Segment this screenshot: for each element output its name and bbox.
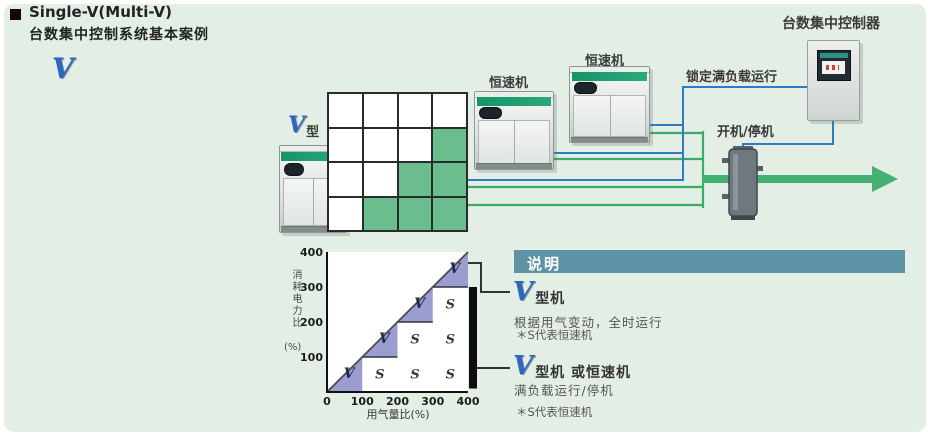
x-tick-label: 300 [421, 395, 444, 408]
v-marker: V [450, 261, 463, 277]
controller-screen-header [819, 53, 849, 59]
chart-x-axis-label: 用气量比(%) [366, 408, 430, 421]
legend-item-v-or-constant: V 型机 或恒速机 [513, 353, 631, 382]
grid-cell-inactive [329, 128, 362, 161]
constant-speed-compressor-2 [569, 66, 650, 143]
grid-cell-inactive [398, 94, 432, 127]
legend-item-title: 型机 [535, 291, 566, 307]
v-unit-label: V 型 [288, 114, 319, 140]
full-load-range-bar [469, 287, 477, 389]
air-flow-arrow [703, 166, 898, 192]
v-series-logo: V [52, 52, 74, 85]
grid-cell-inactive [363, 94, 397, 127]
v-logo: V [288, 112, 306, 138]
constant-speed-label-1: 恒速机 [489, 76, 529, 91]
v-marker: V [379, 331, 392, 347]
chart-axes [326, 252, 468, 393]
controller-label: 台数集中控制器 [782, 16, 880, 32]
multi-unit-controller [807, 40, 860, 121]
page-title: Single-V(Multi-V) [29, 3, 172, 21]
x-tick-label: 400 [457, 395, 480, 408]
legend-header-bar: 说明 [514, 250, 905, 273]
compressor-control-panel [479, 107, 503, 120]
legend-item-note: ＊S代表恒速机 [516, 328, 593, 342]
compressor-base [280, 225, 346, 232]
s-marker: S [446, 368, 455, 383]
compressor-top-cap [475, 92, 553, 98]
s-marker: S [410, 368, 419, 383]
legend-item-v-type: V 型机 [513, 279, 565, 308]
compressor-door-split [609, 94, 611, 137]
s-marker: S [375, 368, 384, 383]
controller-lcd-display [821, 61, 846, 75]
compressor-top-cap [570, 67, 649, 73]
start-stop-label: 开机/停机 [717, 125, 774, 140]
grid-cell-inactive [433, 94, 466, 127]
x-tick-label: 0 [323, 395, 331, 408]
grid-cell-active [433, 163, 466, 196]
v-marker: V [414, 296, 427, 312]
s-marker: S [446, 333, 455, 348]
grid-cell-active [433, 128, 466, 161]
legend-item-description: 根据用气变动，全时运行 [514, 315, 663, 330]
v-unit-suffix: 型 [306, 125, 320, 140]
v-logo: V [513, 277, 534, 307]
title-bullet-square [10, 9, 21, 20]
compressor-door-split [313, 177, 314, 226]
grid-cell-inactive [329, 163, 362, 196]
air-pipe-lines [468, 131, 705, 208]
compressor-control-panel [284, 163, 304, 177]
grid-cell-active [433, 197, 466, 230]
s-marker: S [410, 333, 419, 348]
compressor-control-panel [574, 82, 598, 94]
x-tick-label: 200 [386, 395, 409, 408]
legend-item-description: 满负载运行/停机 [514, 383, 614, 398]
lock-full-load-label: 锁定满负载运行 [686, 70, 778, 85]
grid-cell-inactive [329, 94, 362, 127]
air-receiver-tank [722, 146, 763, 220]
controller-screen [816, 50, 852, 81]
grid-cell-active [398, 163, 432, 196]
y-tick-label: 100 [300, 351, 323, 364]
legend-item-title: 型机 或恒速机 [535, 365, 632, 381]
diagonal-line [326, 251, 469, 393]
v-marker: V [344, 366, 357, 382]
capacity-step-grid [327, 92, 468, 232]
chart-y-axis-label: 消耗电力比 [290, 269, 301, 329]
chart-y-axis-unit: (%) [284, 342, 302, 353]
compressor-green-stripe [476, 97, 552, 106]
grid-cell-inactive [363, 128, 397, 161]
v-logo: V [513, 351, 534, 381]
y-tick-label: 200 [300, 316, 323, 329]
compressor-door-split [514, 120, 515, 164]
grid-cell-inactive [363, 163, 397, 196]
compressor-green-stripe [571, 72, 648, 81]
constant-speed-compressor-1 [474, 91, 554, 170]
compressor-base [475, 163, 553, 169]
grid-cell-active [398, 197, 432, 230]
compressor-base [570, 136, 649, 142]
compressor-top-cap [280, 146, 346, 153]
legend-header-text: 说明 [527, 255, 562, 273]
grid-cell-inactive [398, 128, 432, 161]
grid-cell-inactive [329, 197, 362, 230]
y-tick-label: 300 [300, 281, 323, 294]
legend-item-note: ＊S代表恒速机 [516, 405, 593, 419]
grid-cell-active [363, 197, 397, 230]
legend-connector-top [468, 262, 510, 293]
s-marker: S [446, 298, 455, 313]
y-tick-label: 400 [300, 246, 323, 259]
x-tick-label: 100 [351, 395, 374, 408]
page-subtitle: 台数集中控制系统基本案例 [29, 27, 209, 43]
compressor-green-stripe [281, 152, 345, 162]
constant-speed-label-2: 恒速机 [585, 54, 625, 69]
